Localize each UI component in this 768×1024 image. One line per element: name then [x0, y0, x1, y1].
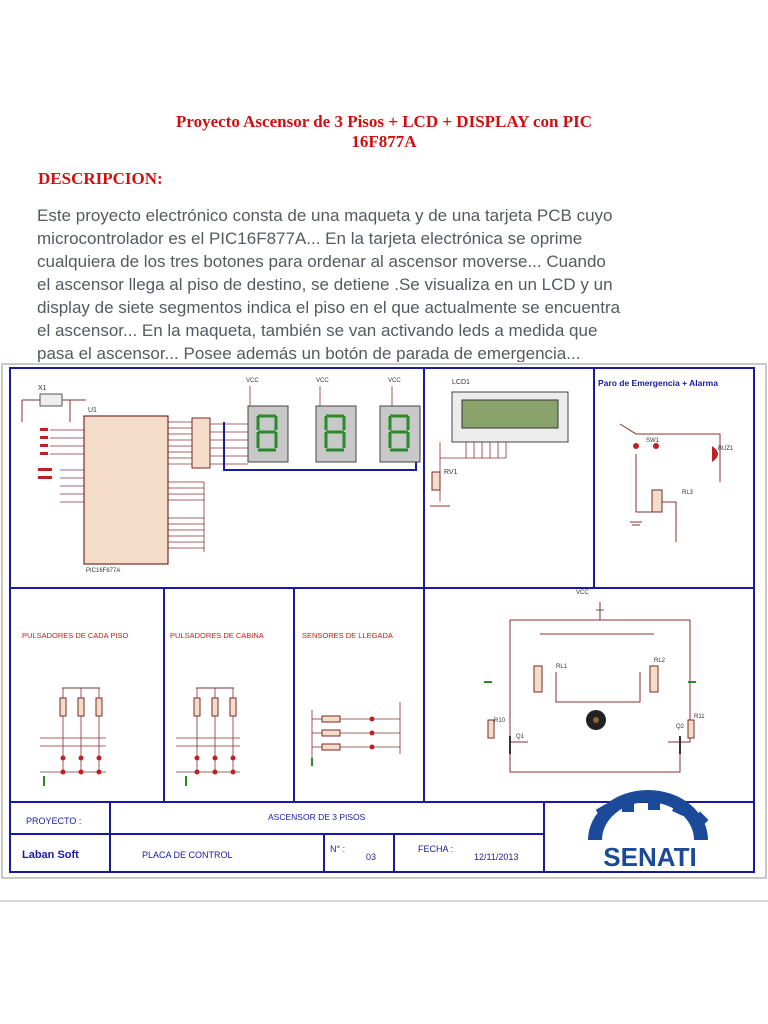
vcc-label: VCC	[388, 378, 401, 384]
description-line: microcontrolador es el PIC16F877A... En …	[37, 229, 583, 248]
q2-label: Q2	[676, 724, 685, 730]
display-3	[379, 405, 421, 463]
crystal	[39, 393, 63, 407]
number-label: N° :	[330, 844, 345, 854]
date-label: FECHA :	[418, 844, 453, 854]
switch-label: SW1	[646, 438, 660, 444]
title-line-2: 16F877A	[351, 132, 417, 151]
emergency-section: Paro de Emergencia + Alarma SW1 BUZ1 RL3	[598, 378, 734, 542]
vcc-label: VCC	[576, 590, 589, 596]
arrival-sensors-section: SENSORES DE LLEGADA	[302, 631, 401, 766]
relay-rl3	[651, 489, 663, 513]
circuit-schematic: X1 U1 PIC16F877A	[0, 362, 768, 880]
description-line: pasa el ascensor... Posee además un botó…	[37, 344, 581, 363]
page-separator	[0, 900, 768, 902]
senati-logo-text: SENATI	[603, 842, 696, 872]
company-name: Laban Soft	[22, 849, 79, 861]
board-name: PLACA DE CONTROL	[142, 850, 233, 860]
q1-label: Q1	[516, 734, 525, 740]
r10-label: R10	[494, 718, 506, 724]
resistor-array	[191, 417, 211, 469]
title-line-1: Proyecto Ascensor de 3 Pisos + LCD + DIS…	[175, 112, 593, 131]
vcc-label: VCC	[246, 378, 259, 384]
cabin-buttons-section: PULSADORES DE CABINA	[170, 631, 264, 786]
crystal-label: X1	[38, 385, 47, 392]
relay2-label: RL2	[654, 658, 666, 664]
mcu-part-label: PIC16F877A	[86, 568, 120, 574]
cabin-buttons-title: PULSADORES DE CABINA	[170, 631, 264, 640]
seven-segment-displays: VCC VCC VCC	[223, 378, 421, 471]
lcd-section: LCD1 RV1	[430, 379, 569, 507]
display-2	[315, 405, 357, 463]
description-line: el ascensor llega al piso de destino, se…	[37, 275, 613, 294]
mcu-section: X1 U1 PIC16F877A	[21, 385, 248, 574]
description-paragraph: Este proyecto electrónico consta de una …	[37, 204, 727, 365]
project-name: ASCENSOR DE 3 PISOS	[268, 812, 366, 822]
emergency-title: Paro de Emergencia + Alarma	[598, 378, 718, 388]
lcd-screen	[461, 399, 559, 429]
relay-rl2	[649, 665, 659, 693]
description-line: Este proyecto electrónico consta de una …	[37, 206, 613, 225]
relay3-label: RL3	[682, 490, 694, 496]
relay1-label: RL1	[556, 664, 568, 670]
lcd-label: LCD1	[452, 379, 470, 386]
document-title: Proyecto Ascensor de 3 Pisos + LCD + DIS…	[60, 112, 708, 152]
description-line: display de siete segmentos indica el pis…	[37, 298, 621, 317]
floor-buttons-title: PULSADORES DE CADA PISO	[22, 631, 128, 640]
mcu-chip	[83, 415, 169, 565]
motor-driver-section: VCC RL1 RL2 R10 R11 Q1 Q2	[484, 590, 705, 773]
date-value: 12/11/2013	[474, 852, 518, 862]
buzzer	[712, 446, 718, 462]
number-value: 03	[366, 852, 376, 862]
potentiometer	[431, 471, 441, 491]
mcu-label: U1	[88, 407, 97, 414]
r11-label: R11	[694, 714, 705, 720]
description-line: cualquiera de los tres botones para orde…	[37, 252, 606, 271]
buzzer-label: BUZ1	[718, 446, 734, 452]
display-1	[247, 405, 289, 463]
arrival-sensors-title: SENSORES DE LLEGADA	[302, 631, 393, 640]
pot-label: RV1	[444, 469, 458, 476]
project-label: PROYECTO :	[26, 816, 81, 826]
description-heading: DESCRIPCION:	[38, 169, 163, 188]
floor-buttons-section: PULSADORES DE CADA PISO	[22, 631, 128, 786]
sheet-frame	[9, 367, 755, 873]
vcc-label: VCC	[316, 378, 329, 384]
title-block: PROYECTO : ASCENSOR DE 3 PISOS Laban Sof…	[22, 790, 752, 872]
description-line: el ascensor... En la maqueta, también se…	[37, 321, 598, 340]
senati-logo: SENATI	[546, 790, 752, 872]
relay-rl1	[533, 665, 543, 693]
